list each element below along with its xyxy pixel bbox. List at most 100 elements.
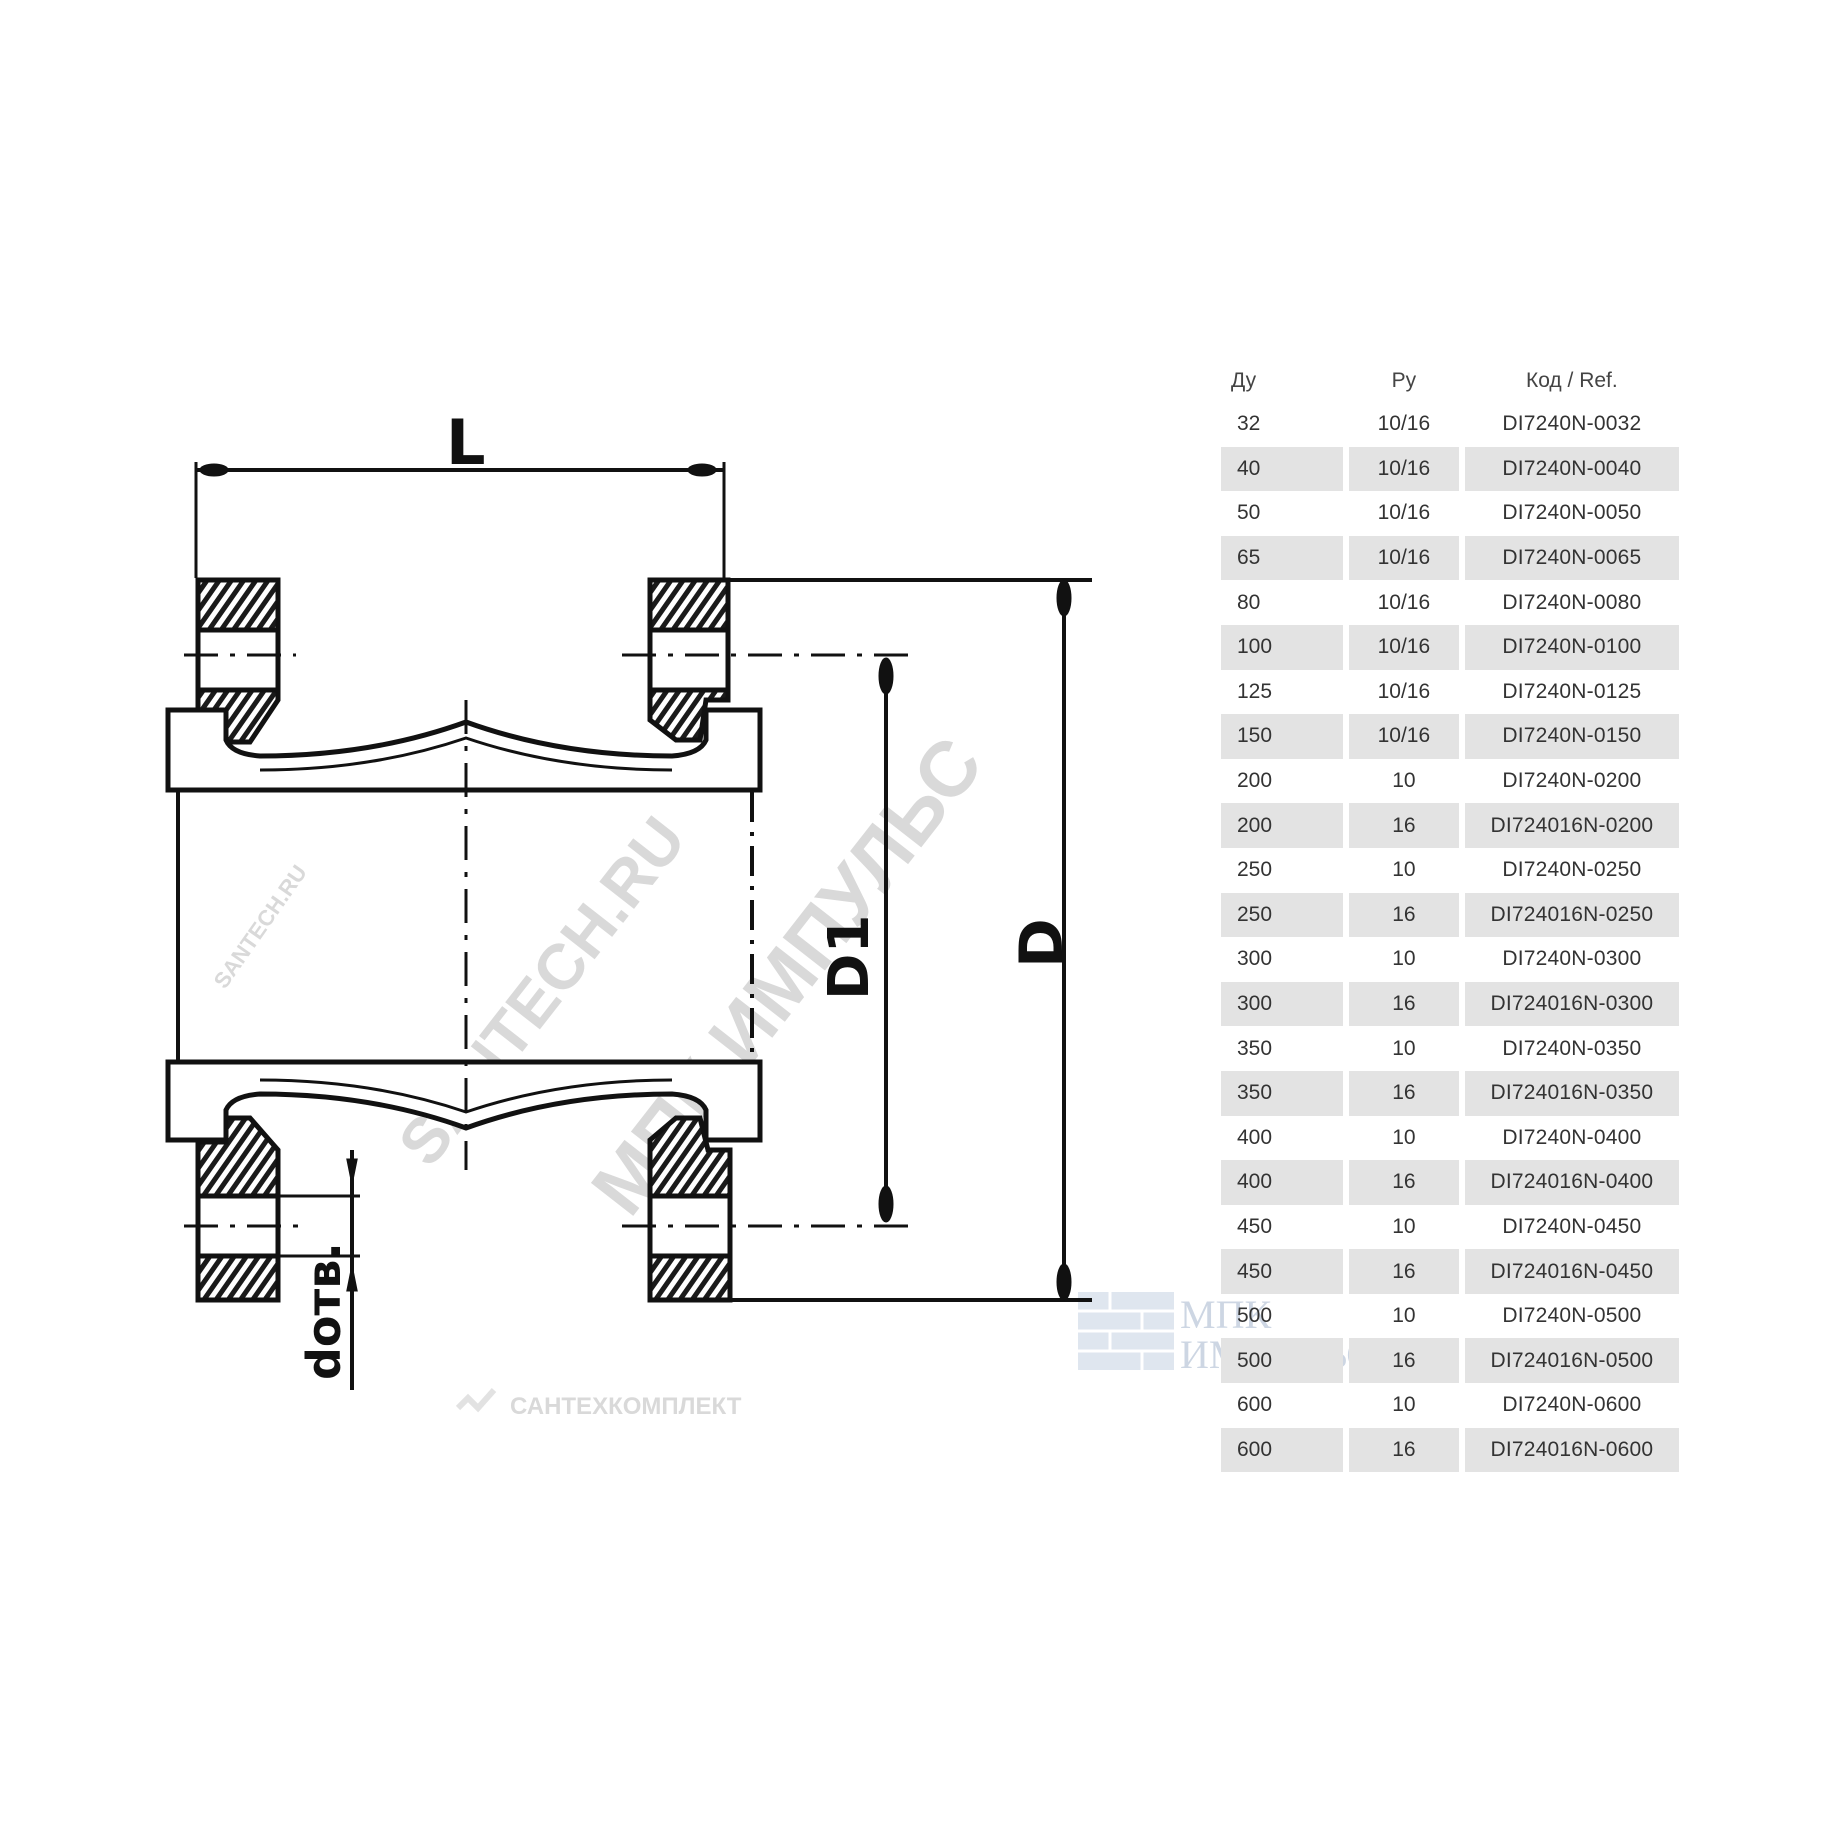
cell-pn: 10/16 (1349, 446, 1459, 492)
cell-dn: 40 (1221, 446, 1344, 492)
dimension-outer-diameter (728, 578, 1092, 1302)
cell-pn: 16 (1349, 1427, 1459, 1473)
label-inner-diameter: D1 (817, 915, 882, 1000)
flange-top-left (195, 577, 281, 745)
table-row: 80 10/16 DI7240N-0080 (1221, 580, 1679, 625)
cell-code: DI7240N-0065 (1464, 535, 1679, 581)
table-row: 200 10 DI7240N-0200 (1221, 759, 1679, 804)
cell-code: DI7240N-0450 (1502, 1214, 1642, 1238)
cell-code: DI7240N-0150 (1464, 714, 1679, 759)
cell-pn: 10 (1392, 769, 1416, 793)
cell-pn: 10/16 (1377, 679, 1431, 703)
cell-dn: 150 (1221, 714, 1344, 759)
cell-pn: 16 (1349, 1338, 1459, 1384)
cell-pn: 10/16 (1377, 590, 1431, 614)
cell-code: DI724016N-0400 (1464, 1160, 1679, 1205)
table-row: 500 10 DI7240N-0500 (1221, 1294, 1679, 1339)
dimension-length (194, 462, 726, 578)
cell-dn: 125 (1237, 679, 1273, 703)
cell-dn: 450 (1221, 1249, 1344, 1294)
cell-code: DI7240N-0250 (1502, 858, 1642, 882)
cell-dn: 200 (1221, 803, 1344, 848)
table-row: 450 10 DI7240N-0450 (1221, 1205, 1679, 1250)
cell-code: DI7240N-0032 (1502, 412, 1642, 436)
cell-dn: 500 (1237, 1304, 1273, 1328)
cell-dn: 32 (1237, 412, 1261, 436)
cell-pn: 16 (1349, 1160, 1459, 1205)
cell-pn: 16 (1349, 981, 1459, 1027)
watermark-small-site: SANTECH.RU (209, 860, 312, 992)
cell-dn: 500 (1221, 1338, 1344, 1384)
cell-dn: 350 (1237, 1036, 1273, 1060)
table-row: 300 10 DI7240N-0300 (1221, 937, 1679, 982)
watermark-company: МПК ИМПУЛЬС (574, 721, 999, 1231)
cell-pn: 10 (1392, 1125, 1416, 1149)
dimension-bolt-hole (278, 1150, 360, 1390)
cell-pn: 10/16 (1349, 535, 1459, 581)
cell-pn: 16 (1349, 1070, 1459, 1116)
cell-pn: 10 (1392, 1036, 1416, 1060)
cell-code: DI7240N-0600 (1502, 1393, 1642, 1417)
watermark-brand-logo: САНТЕХКОМПЛЕКТ (455, 1388, 742, 1420)
cell-pn: 10/16 (1349, 624, 1459, 670)
table-header-row: Ду Ру Код / Ref. (1221, 360, 1679, 402)
cell-dn: 350 (1221, 1070, 1344, 1116)
cell-dn: 250 (1237, 858, 1273, 882)
cell-pn: 10/16 (1349, 714, 1459, 759)
cell-code: DI7240N-0040 (1464, 446, 1679, 492)
cell-dn: 100 (1221, 624, 1344, 670)
flange-bottom-left (195, 1115, 281, 1303)
cell-dn: 600 (1221, 1427, 1344, 1473)
cell-pn: 16 (1349, 892, 1459, 938)
flange-top-right (647, 577, 731, 743)
header-dn: Ду (1231, 369, 1257, 392)
cell-code: DI724016N-0350 (1464, 1070, 1679, 1116)
label-length: L (446, 406, 486, 479)
header-pn: Ру (1391, 369, 1417, 392)
cell-dn: 400 (1237, 1125, 1273, 1149)
cell-code: DI724016N-0600 (1464, 1427, 1679, 1473)
cell-code: DI7240N-0200 (1502, 769, 1642, 793)
cell-pn: 16 (1349, 1249, 1459, 1294)
dimension-inner-diameter (878, 657, 894, 1223)
cell-pn: 10/16 (1377, 501, 1431, 525)
cell-code: DI7240N-0300 (1502, 947, 1642, 971)
cell-pn: 10/16 (1377, 412, 1431, 436)
watermark-brand: САНТЕХКОМПЛЕКТ (510, 1393, 742, 1420)
watermark-logo-line1: МПК (1180, 1292, 1271, 1337)
cell-pn: 10 (1392, 947, 1416, 971)
label-bolt-hole: dотв. (297, 1242, 351, 1380)
cell-code: DI7240N-0050 (1502, 501, 1642, 525)
cell-dn: 200 (1237, 769, 1273, 793)
header-code: Код / Ref. (1525, 369, 1618, 392)
cell-dn: 450 (1237, 1214, 1273, 1238)
cell-code: DI7240N-0080 (1502, 590, 1642, 614)
cell-pn: 10 (1392, 1393, 1416, 1417)
cell-code: DI7240N-0500 (1502, 1304, 1642, 1328)
flange-bottom-right (647, 1115, 733, 1303)
label-outer-diameter: D (1007, 918, 1077, 968)
cell-pn: 10 (1392, 1214, 1416, 1238)
cell-pn: 16 (1349, 803, 1459, 848)
cell-dn: 80 (1237, 590, 1261, 614)
cell-code: DI724016N-0250 (1464, 892, 1679, 938)
cell-dn: 50 (1237, 501, 1261, 525)
cell-code: DI7240N-0125 (1502, 679, 1642, 703)
cell-pn: 10 (1392, 1304, 1416, 1328)
cell-dn: 300 (1237, 947, 1273, 971)
